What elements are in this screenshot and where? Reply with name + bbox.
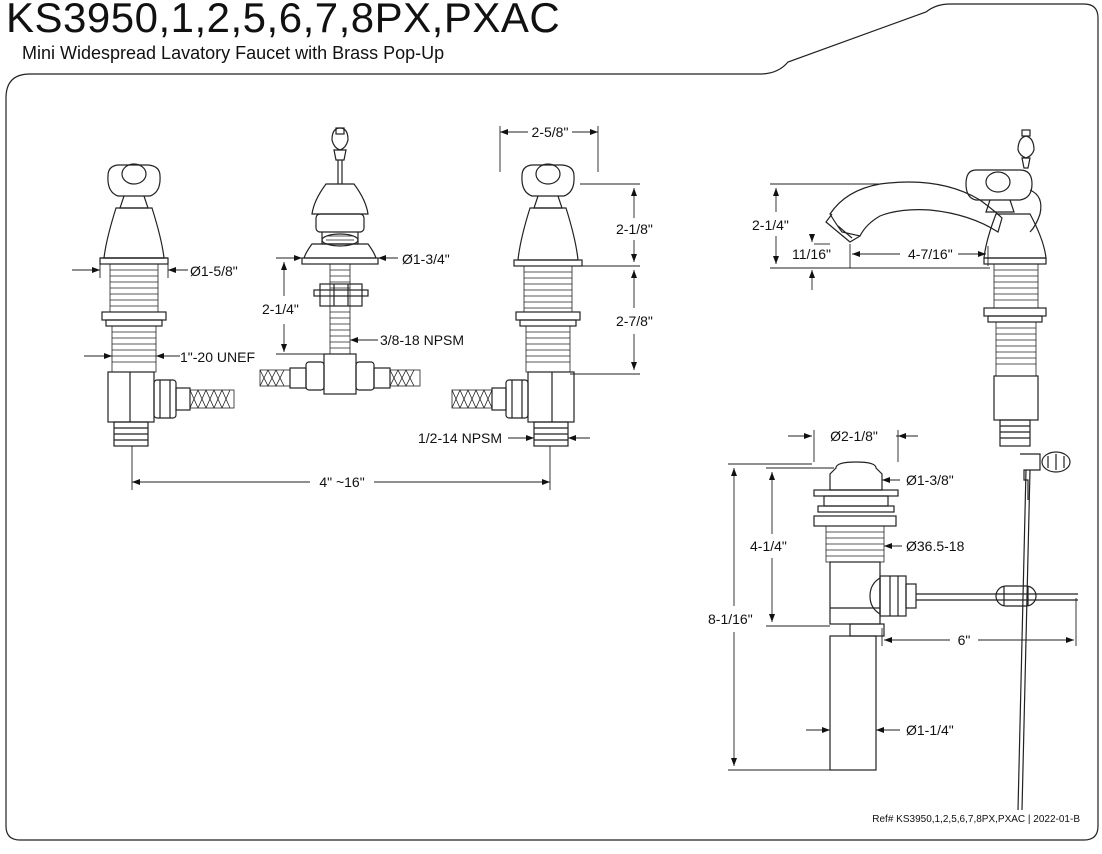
left-valve-threads [109,263,159,313]
dim-valve-thread: 1/2-14 NPSM [418,430,502,446]
dim-drain-cap-dia: Ø1-3/8" [906,472,954,488]
reference-number: Ref# KS3950,1,2,5,6,7,8PX,PXAC | 2022-01… [872,814,1080,825]
dimension-arrowheads [92,129,1074,766]
left-valve [99,163,235,447]
dim-drain-body-len: 4-1/4" [750,538,787,554]
dimension-lines [72,126,1077,771]
center-spout-shank [259,127,421,395]
dim-drain-total-len: 8-1/16" [708,611,753,627]
dim-handle-dia: Ø1-5/8" [190,263,238,279]
page-title: KS3950,1,2,5,6,7,8PX,PXAC [6,0,561,41]
drawing-frame [5,3,1099,841]
pop-up-drain [813,461,1078,771]
dim-lift-rod-len: 6" [958,632,971,648]
dim-handle-width: 2-5/8" [532,124,569,140]
dim-handle-height: 2-1/8" [616,221,653,237]
dim-spout-shank-len: 2-1/4" [262,301,299,317]
dim-drain-flange-dia: Ø2-1/8" [830,428,878,444]
dim-spout-height: 2-1/4" [752,217,789,233]
dim-spout-reach: 4-7/16" [908,246,953,262]
dim-valve-shank-len: 2-7/8" [616,313,653,329]
page-subtitle: Mini Widespread Lavatory Faucet with Bra… [22,43,445,63]
dim-drain-thread: Ø36.5-18 [906,538,965,554]
left-supply-hose [189,389,235,409]
dim-spread: 4" ~16" [319,474,364,490]
dim-spout-thread: 3/8-18 NPSM [380,332,464,348]
side-view-faucet [825,129,1071,811]
dim-thread-unef: 1"-20 UNEF [180,349,255,365]
right-valve [451,163,583,447]
dim-spout-clearance: 11/16" [792,246,831,262]
dim-tailpiece-dia: Ø1-1/4" [906,722,954,738]
dim-spout-base-dia: Ø1-3/4" [402,251,450,267]
